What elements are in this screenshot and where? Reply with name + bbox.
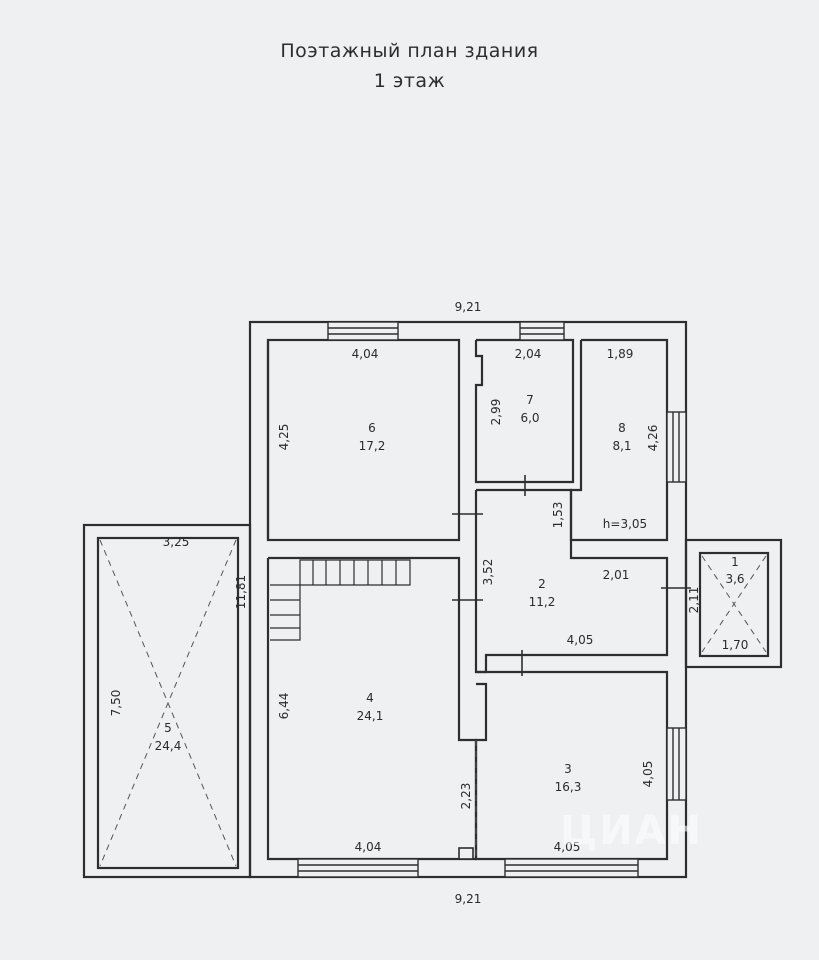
window-room7 — [519, 321, 565, 341]
room-4-number: 4 — [366, 691, 374, 705]
room-5-height: 7,50 — [109, 690, 123, 717]
dashed-lines — [99, 539, 767, 867]
overall-height: 11,81 — [234, 575, 248, 609]
floor-label: 1 этаж — [373, 70, 446, 92]
room-2-width-bottom: 4,05 — [567, 633, 594, 647]
overall-width-bottom: 9,21 — [455, 892, 482, 906]
window-room3 — [666, 727, 687, 801]
labels: 9,21 9,21 11,81 4,04 4,25 6 17,2 2,04 2,… — [109, 300, 748, 906]
room-6-width: 4,04 — [352, 347, 379, 361]
room-1-height: 2,11 — [687, 587, 701, 614]
room-5-area: 24,4 — [155, 739, 182, 753]
room-7-height: 2,99 — [489, 399, 503, 426]
room-1-area: 3,6 — [725, 572, 744, 586]
walls — [82, 320, 783, 879]
window-room6 — [327, 321, 399, 341]
room-8-area: 8,1 — [612, 439, 631, 453]
room-5-width: 3,25 — [163, 535, 190, 549]
room-3-height: 4,05 — [641, 761, 655, 788]
doors — [452, 475, 691, 860]
room-1-outer — [684, 538, 783, 669]
windows — [297, 321, 687, 878]
room-3-number: 3 — [564, 762, 572, 776]
room-2-area: 11,2 — [529, 595, 556, 609]
room-3-width: 4,05 — [554, 840, 581, 854]
room-7-area: 6,0 — [520, 411, 539, 425]
room-6-number: 6 — [368, 421, 376, 435]
room-8-number: 8 — [618, 421, 626, 435]
room-4-area: 24,1 — [357, 709, 384, 723]
room-7-number: 7 — [526, 393, 534, 407]
window-room8 — [666, 411, 687, 483]
room-2-height: 3,52 — [481, 559, 495, 586]
window-room3-bottom — [504, 858, 639, 878]
room-6-area: 17,2 — [359, 439, 386, 453]
room-2-number: 2 — [538, 577, 546, 591]
room-4-height: 6,44 — [277, 693, 291, 720]
room-8-width: 1,89 — [607, 347, 634, 361]
room-1-width: 1,70 — [722, 638, 749, 652]
room-8-height: 4,26 — [646, 425, 660, 452]
ceiling-height: h=3,05 — [603, 517, 647, 531]
room-4-width: 4,04 — [355, 840, 382, 854]
room-7-width: 2,04 — [515, 347, 542, 361]
room-2-width-right: 2,01 — [603, 568, 630, 582]
room-7-outline — [474, 338, 575, 484]
room-6-height: 4,25 — [277, 424, 291, 451]
room-5-number: 5 — [164, 721, 172, 735]
room-5-outer — [82, 523, 252, 879]
window-room4 — [297, 858, 419, 878]
overall-width-top: 9,21 — [455, 300, 482, 314]
room-4-door-width: 2,23 — [459, 783, 473, 810]
room-1-number: 1 — [731, 555, 739, 569]
room-5-inner — [96, 536, 240, 870]
corridor-link: 1,53 — [551, 502, 565, 529]
watermark: ЦИАН — [560, 808, 704, 854]
room-3-area: 16,3 — [555, 780, 582, 794]
page-title: Поэтажный план здания — [280, 40, 539, 62]
room-1-inner — [698, 551, 770, 658]
stairs — [270, 559, 411, 641]
